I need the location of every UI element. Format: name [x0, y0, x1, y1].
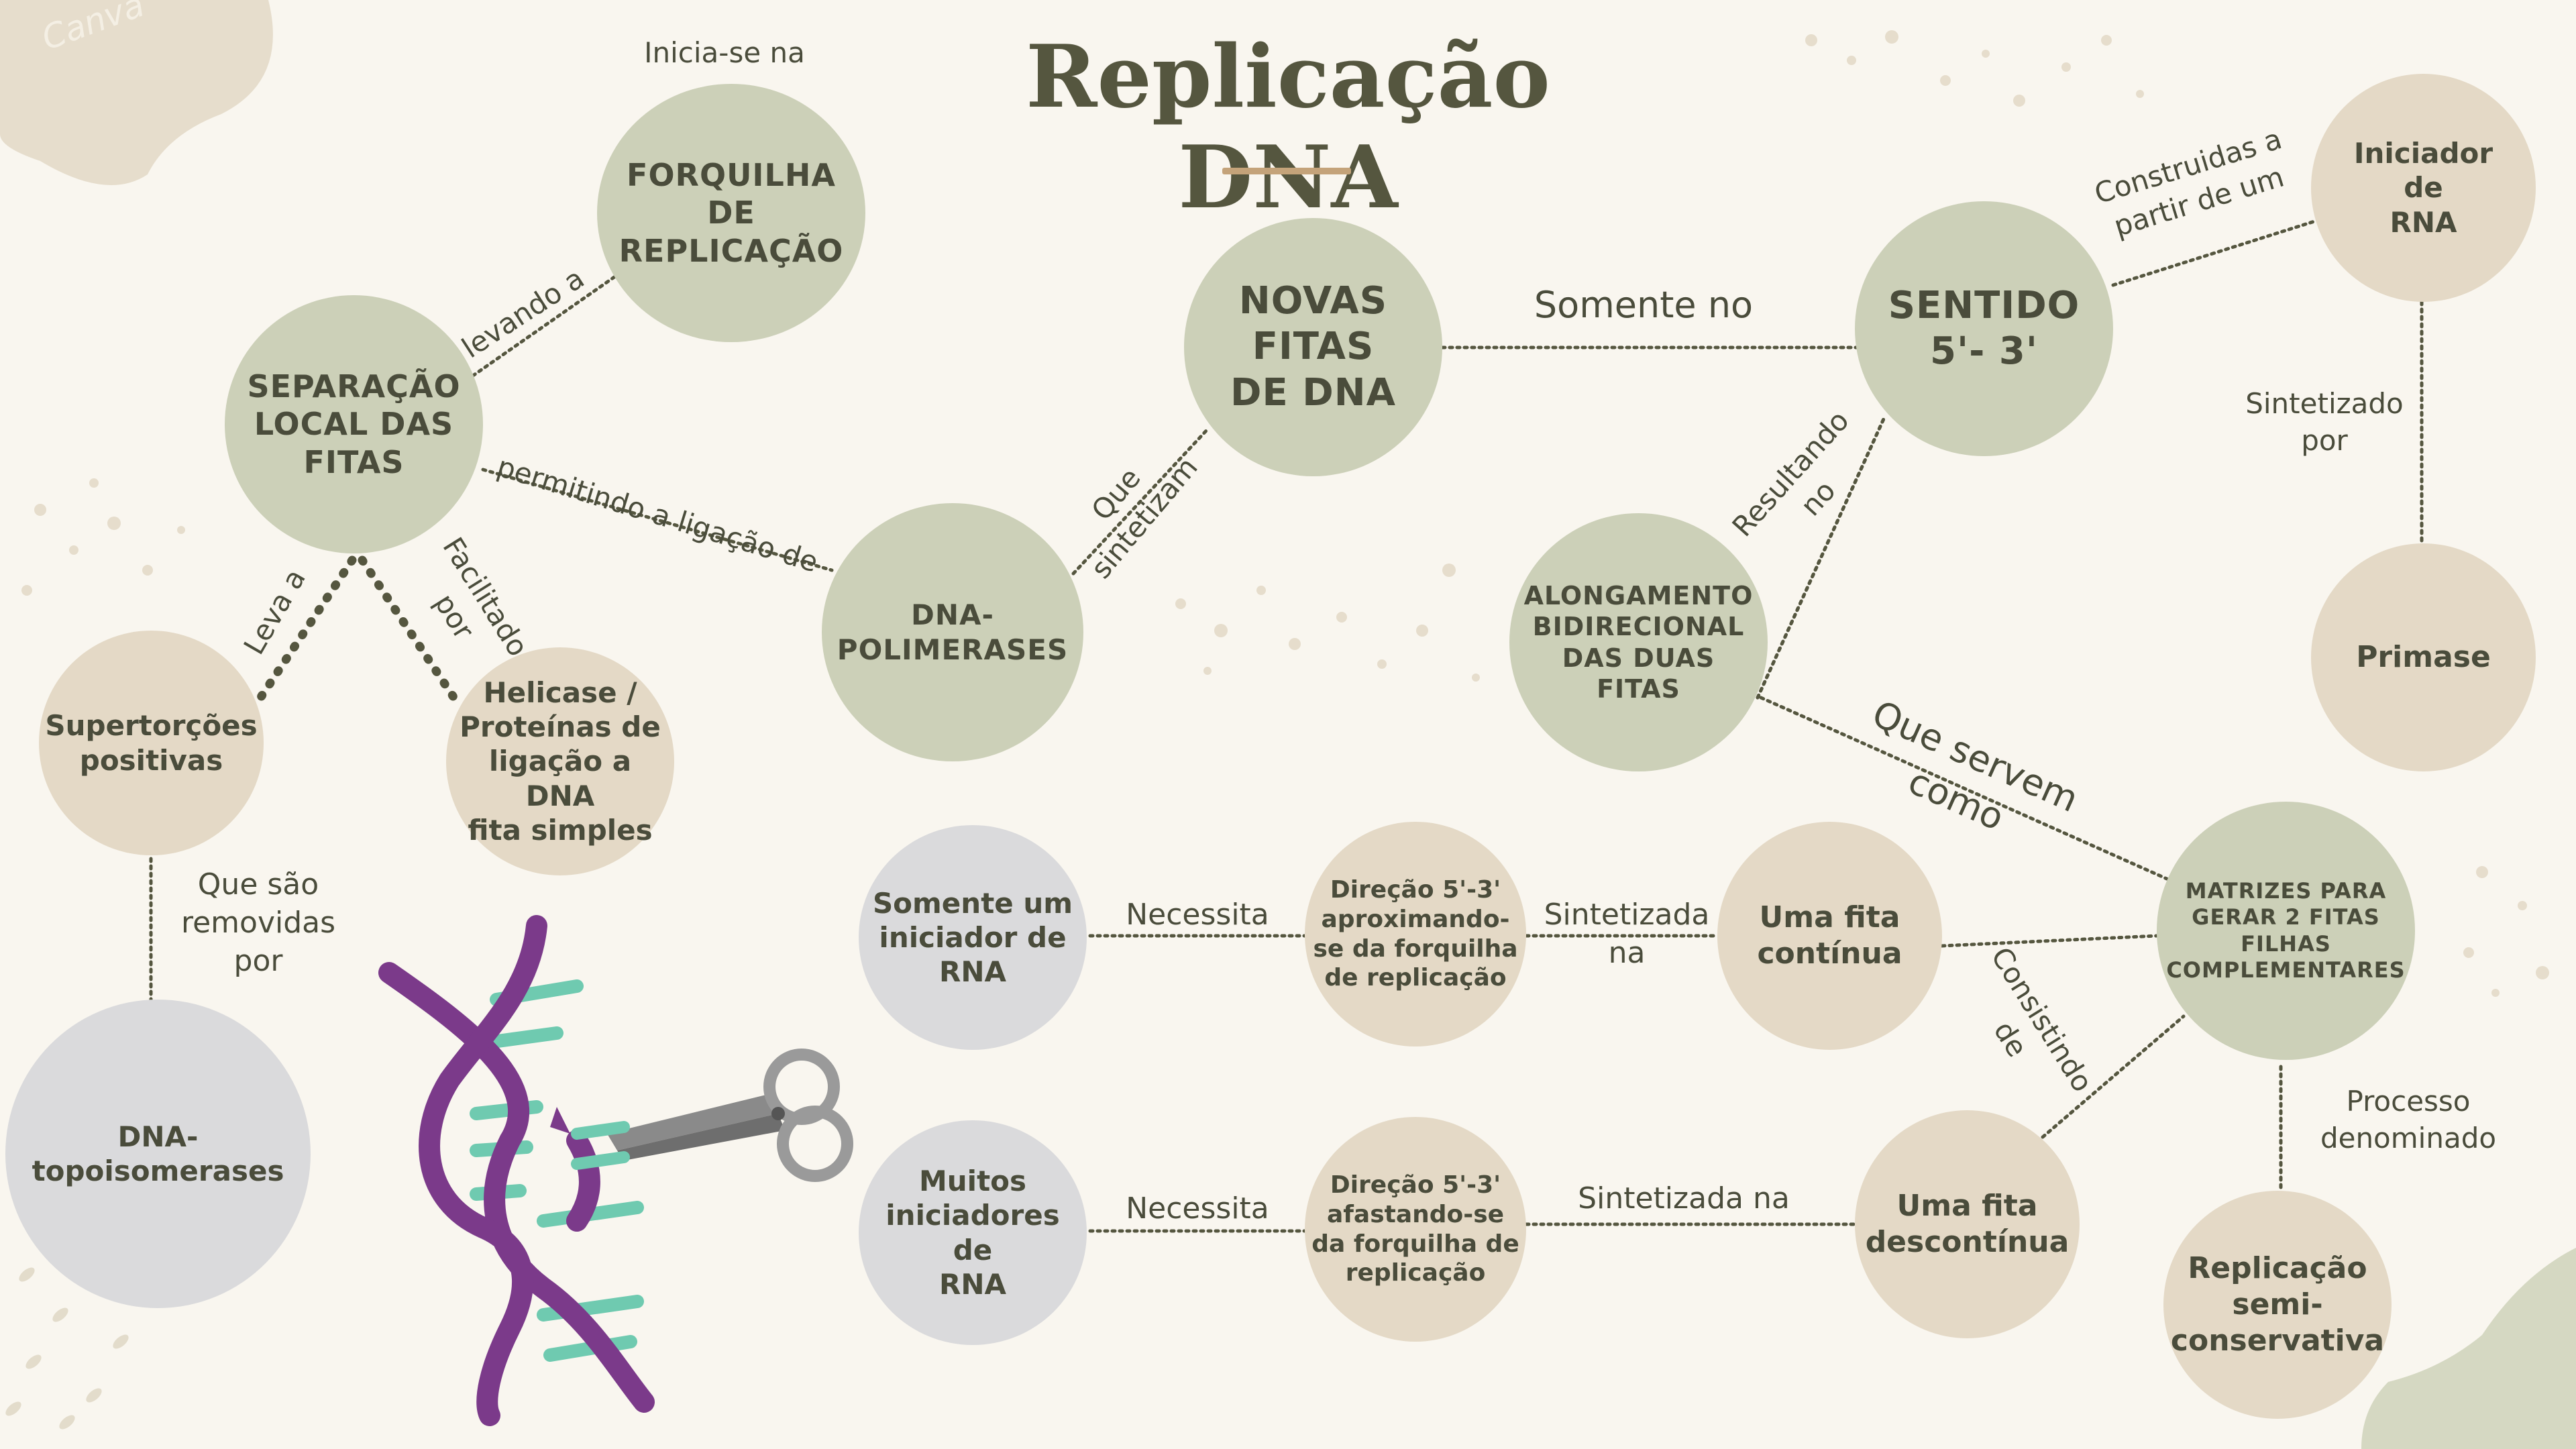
node-fita-descontinua: Uma fita descontínua	[1855, 1110, 2080, 1338]
node-alongamento: ALONGAMENTO BIDIRECIONAL DAS DUAS FITAS	[1509, 513, 1768, 771]
node-direcao-aproximando: Direção 5'-3' aproximando- se da forquil…	[1305, 822, 1526, 1046]
node-helicase: Helicase / Proteínas de ligação a DNA fi…	[446, 647, 674, 875]
node-primase: Primase	[2311, 543, 2536, 771]
node-direcao-afastando: Direção 5'-3' afastando-se da forquilha …	[1305, 1117, 1526, 1342]
label-inicia: Inicia-se na	[644, 36, 805, 69]
node-somente-um-iniciador: Somente um iniciador de RNA	[859, 825, 1087, 1050]
node-semiconservativa: Replicação semi- conservativa	[2163, 1191, 2392, 1419]
label-que-sao-removidas: Que são removidas por	[180, 867, 336, 979]
node-separacao: SEPARAÇÃO LOCAL DAS FITAS	[225, 295, 483, 553]
title-underline	[1222, 168, 1351, 174]
label-sintetizada-na-1: Sintetizada na	[1544, 898, 1710, 971]
dna-scissors-illustration	[378, 915, 853, 1426]
label-necessita-1: Necessita	[1126, 898, 1269, 932]
node-iniciador-rna: Iniciador de RNA	[2311, 74, 2536, 302]
node-sentido: SENTIDO 5'- 3'	[1855, 201, 2113, 456]
node-muitos-iniciadores: Muitos iniciadores de RNA	[859, 1120, 1087, 1345]
page-title: Replicação DNA	[1026, 27, 1550, 228]
label-processo: Processo denominado	[2320, 1085, 2497, 1155]
node-fita-continua: Uma fita contínua	[1717, 822, 1942, 1050]
label-somente-no: Somente no	[1534, 284, 1754, 326]
node-dna-polimerases: DNA- POLIMERASES	[822, 503, 1083, 761]
node-novas-fitas: NOVAS FITAS DE DNA	[1184, 218, 1442, 476]
node-topoisomerases: DNA- topoisomerases	[5, 1000, 311, 1308]
label-necessita-2: Necessita	[1126, 1191, 1269, 1226]
node-supertorcoes: Supertorções positivas	[39, 631, 264, 855]
label-sintetizado-por: Sintetizado por	[2245, 387, 2404, 457]
node-forquilha: FORQUILHA DE REPLICAÇÃO	[597, 84, 865, 342]
node-matrizes: MATRIZES PARA GERAR 2 FITAS FILHAS COMPL…	[2157, 802, 2415, 1060]
label-sintetizada-na-2: Sintetizada na	[1578, 1181, 1790, 1216]
